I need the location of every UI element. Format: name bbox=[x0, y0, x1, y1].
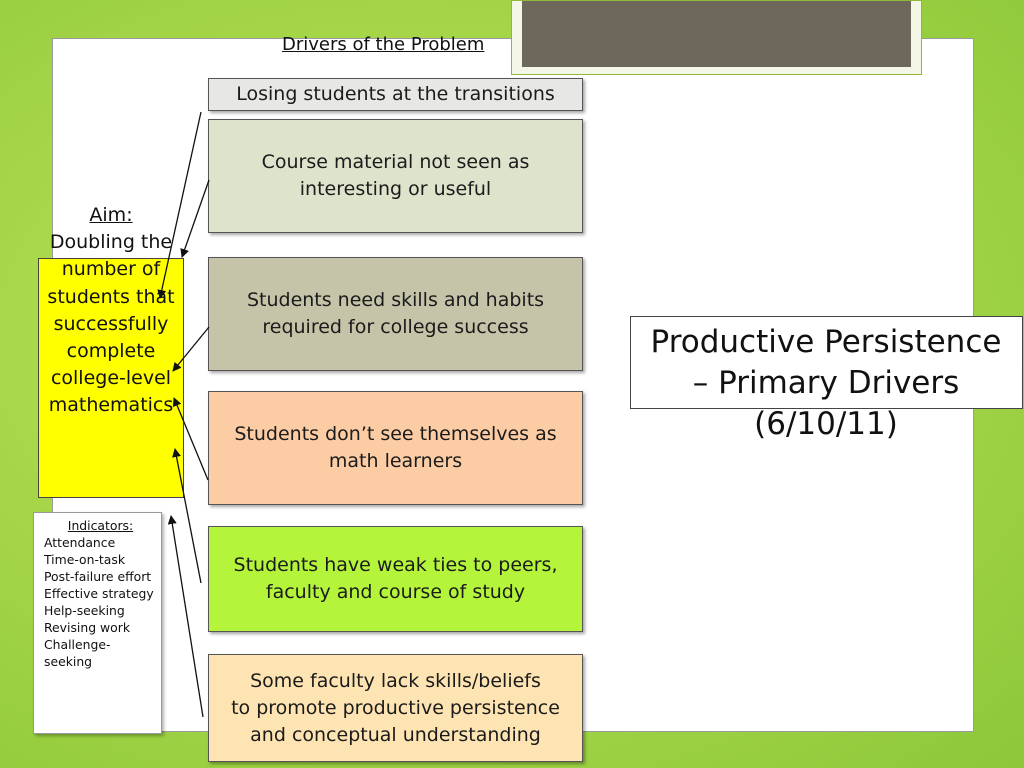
driver-label: Students don’t see themselves as math le… bbox=[234, 423, 557, 472]
indicators-title: Indicators: bbox=[67, 518, 134, 533]
aim-statement: Doubling the number of students that suc… bbox=[47, 231, 175, 417]
driver-box-transitions: Losing students at the transitions bbox=[208, 78, 583, 111]
diagram-title: Drivers of the Problem bbox=[282, 34, 485, 55]
indicators-list: Attendance Time-on-task Post-failure eff… bbox=[44, 534, 157, 670]
indicator-item: Effective strategy bbox=[44, 586, 154, 601]
indicator-item: Attendance bbox=[44, 535, 116, 550]
driver-label: Students have weak ties to peers, facult… bbox=[233, 554, 558, 603]
indicator-item: Challenge-seeking bbox=[44, 637, 111, 669]
driver-label: Some faculty lack skills/beliefs to prom… bbox=[231, 669, 560, 746]
indicators-panel: Indicators: Attendance Time-on-task Post… bbox=[33, 512, 162, 734]
driver-box-math-identity: Students don’t see themselves as math le… bbox=[208, 391, 583, 505]
driver-box-skills-habits: Students need skills and habits required… bbox=[208, 257, 583, 371]
summary-box bbox=[630, 316, 1023, 409]
driver-label: Students need skills and habits required… bbox=[246, 289, 545, 338]
photo-placeholder bbox=[522, 1, 911, 67]
aim-label: Aim: bbox=[89, 204, 133, 226]
indicator-item: Help-seeking bbox=[44, 603, 125, 618]
indicator-item: Post-failure effort bbox=[44, 569, 152, 584]
driver-box-weak-ties: Students have weak ties to peers, facult… bbox=[208, 526, 583, 632]
driver-label: Losing students at the transitions bbox=[236, 83, 555, 105]
driver-label: Course material not seen as interesting … bbox=[261, 151, 530, 200]
photo-frame bbox=[511, 0, 922, 75]
driver-box-faculty-skills: Some faculty lack skills/beliefs to prom… bbox=[208, 654, 583, 762]
summary-text: Productive Persistence – Primary Drivers… bbox=[650, 324, 1002, 442]
indicator-item: Time-on-task bbox=[44, 552, 126, 567]
driver-box-course-material: Course material not seen as interesting … bbox=[208, 119, 583, 233]
aim-text-block: Aim: Doubling the number of students tha… bbox=[40, 202, 182, 527]
indicator-item: Revising work bbox=[44, 620, 130, 635]
